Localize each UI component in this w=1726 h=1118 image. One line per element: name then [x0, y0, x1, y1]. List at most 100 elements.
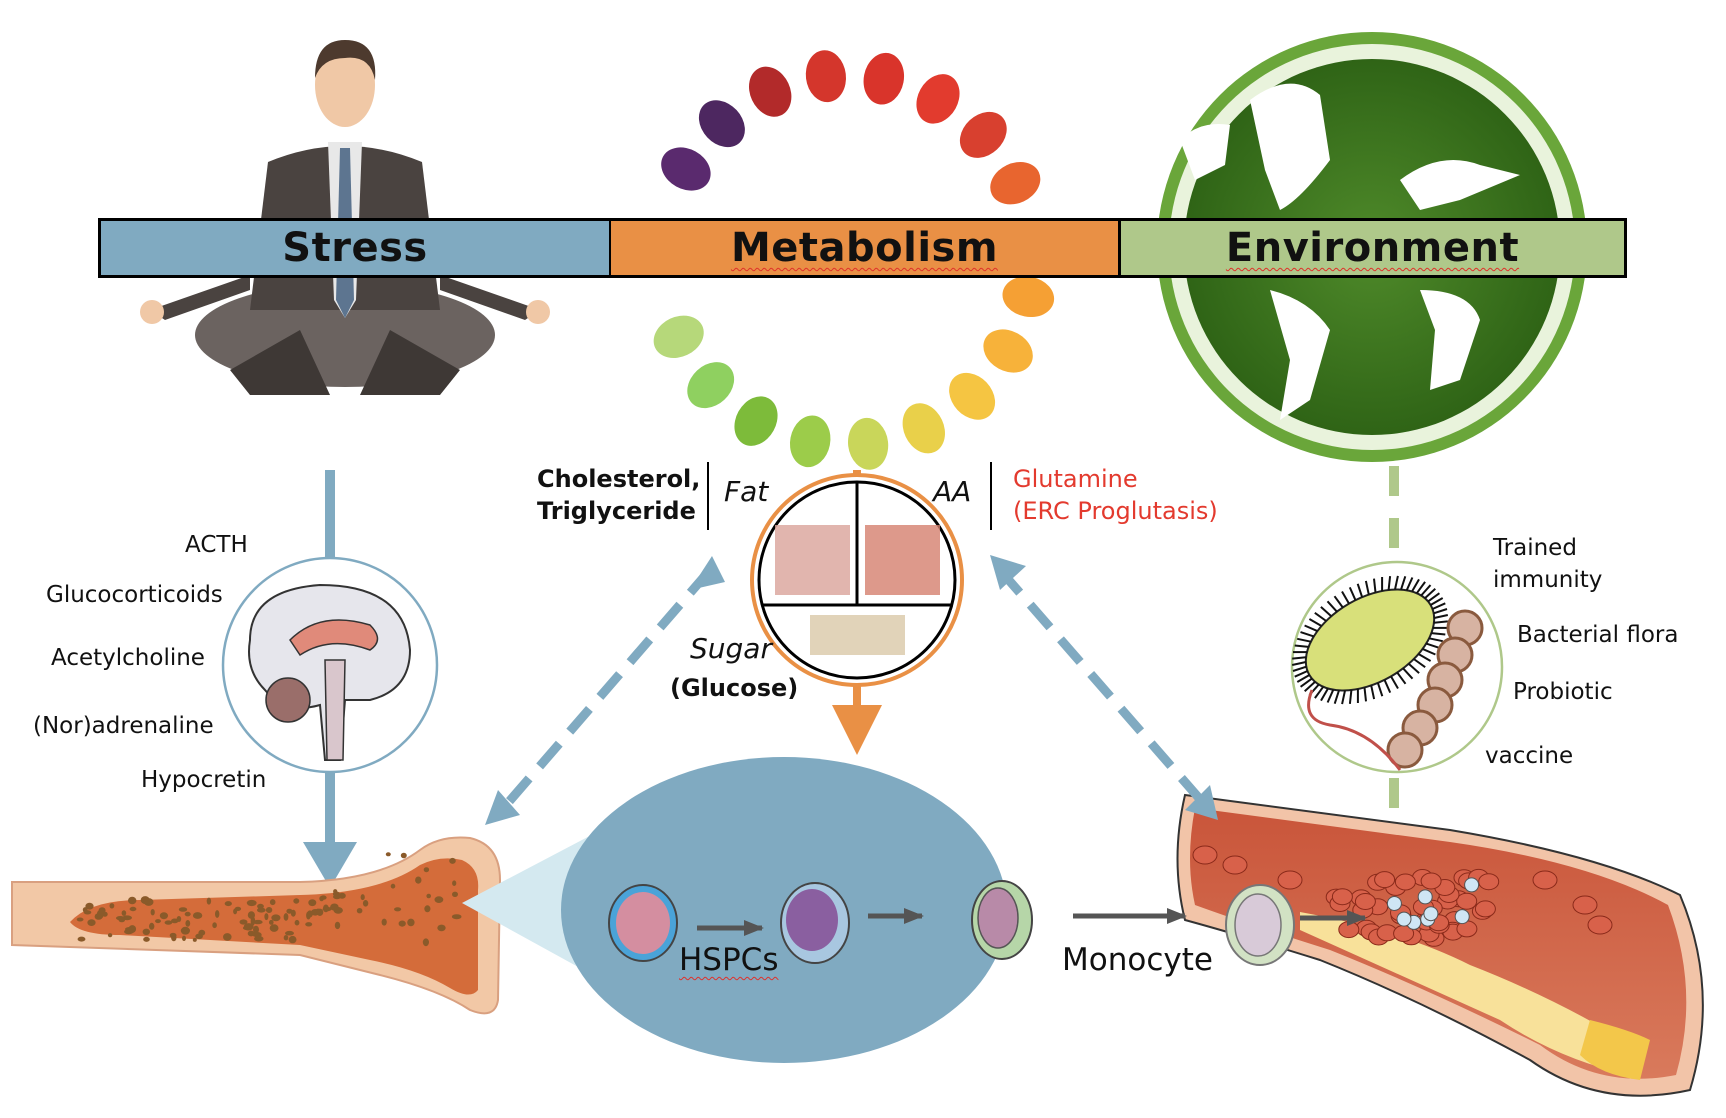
marrow-spot [159, 912, 168, 920]
header-metabolism-label: Metabolism [730, 225, 999, 271]
bacteria-pilus [1430, 597, 1444, 606]
mediator-acth: ACTH [185, 532, 248, 558]
bacteria-pilus [1341, 690, 1346, 705]
marrow-spot [252, 932, 259, 937]
red-blood-cell [1338, 921, 1360, 939]
bacteria-pilus [1394, 575, 1399, 590]
marrow-spot [82, 907, 88, 913]
marrow-spot [143, 936, 150, 942]
bacteria-pilus [1428, 637, 1444, 643]
bacteria-pilus [1370, 685, 1376, 700]
metabolism-arrow [832, 685, 882, 755]
red-blood-cell [1456, 892, 1478, 910]
marrow-spot [198, 929, 206, 936]
bacteria-pilus [1408, 663, 1420, 674]
bacteria-icon [1290, 560, 1504, 774]
marrow-spot [426, 893, 432, 899]
produce-item [916, 74, 960, 124]
bacteria-pilus [1424, 588, 1436, 599]
bacteria-pilus [1433, 620, 1448, 624]
marrow-spot [400, 852, 407, 859]
platelet [1423, 906, 1439, 922]
produce-item [734, 396, 778, 446]
sugar-example-glucose: (Glucose) [670, 674, 799, 702]
marrow-spot [394, 907, 402, 912]
marrow-spot [250, 918, 255, 926]
marrow-spot [155, 919, 161, 924]
marrow-spot [107, 933, 113, 938]
bacteria-pilus [1363, 687, 1367, 702]
bone-marrow-spots [76, 852, 462, 947]
marrow-spot [271, 914, 281, 922]
bacteria-pilus [1400, 575, 1407, 591]
marrow-spot [239, 919, 248, 925]
mediator-acetylcholine: Acetylcholine [51, 645, 205, 671]
marrow-spot [437, 924, 446, 932]
marrow-spot [269, 924, 279, 932]
marrow-spot [171, 934, 177, 942]
marrow-spot [398, 920, 406, 927]
bacteria-pilus [1396, 671, 1407, 685]
factor-probiotic: Probiotic [1513, 679, 1613, 705]
bacteria-pilus [1433, 614, 1449, 619]
produce-item [698, 100, 745, 148]
bacteria-pilus [1402, 667, 1414, 680]
factor-trained: Trained [1493, 535, 1577, 561]
produce-item [661, 147, 711, 191]
header-environment-label: Environment [1225, 225, 1520, 271]
marrow-spot [424, 905, 431, 913]
red-blood-cell [1192, 845, 1218, 865]
bacteria-pilus [1405, 577, 1414, 591]
bacteria-pilus [1431, 632, 1446, 636]
bacteria-pilus [1417, 653, 1432, 662]
marrow-spot [283, 913, 289, 921]
produce-item [847, 417, 889, 470]
marrow-spot [121, 910, 127, 916]
aa-example-erc-proglutasis: (ERC Proglutasis) [1013, 497, 1218, 525]
hspcs-label: HSPCs [679, 942, 779, 978]
bacteria-pilus [1433, 608, 1448, 615]
marrow-spot [434, 896, 444, 903]
marrow-spot [452, 891, 458, 897]
red-blood-cell [1394, 873, 1416, 891]
marrow-spot [390, 883, 396, 889]
marrow-spot [294, 919, 300, 926]
marrow-spot [215, 910, 220, 918]
arrowhead-up-right [990, 555, 1026, 590]
bacteria-pilus [1291, 661, 1307, 666]
produce-item [949, 372, 996, 420]
red-blood-cell [1354, 893, 1376, 910]
factor-immunity: immunity [1493, 567, 1603, 593]
marrow-spot [223, 933, 232, 941]
food-plate-icon [750, 470, 964, 687]
fat-label: Fat [724, 475, 769, 508]
marrow-spot [407, 918, 415, 927]
bacteria-pilus [1425, 642, 1440, 649]
bacteria-pilus [1413, 658, 1426, 669]
bacteria-pilus [1356, 583, 1364, 598]
marrow-spot [142, 928, 150, 935]
produce-item [902, 403, 945, 454]
metabolism-to-vessel-dashed-arrow [996, 567, 1209, 808]
bacteria-pilus [1411, 578, 1420, 593]
bacteria-pilus [1304, 681, 1316, 692]
marrow-spot [333, 889, 338, 894]
food-ring-illustration [653, 50, 1055, 470]
marrow-spot [415, 876, 422, 884]
bacteria-pilus [1294, 670, 1308, 678]
rbc-cluster [1192, 845, 1613, 947]
bacteria-pilus [1292, 665, 1307, 672]
marrow-spot [257, 903, 264, 909]
marrow-spot [171, 918, 179, 924]
marrow-spot [333, 894, 341, 900]
red-blood-cell [1222, 855, 1248, 875]
sugar-label: Sugar [690, 632, 772, 665]
marrow-spot [233, 908, 238, 915]
marrow-spot [269, 899, 276, 906]
marrow-spot [334, 921, 341, 930]
category-header-bar: Stress Metabolism Environment [98, 218, 1627, 278]
marrow-spot [254, 935, 264, 942]
marrow-spot [422, 938, 429, 947]
header-metabolism: Metabolism [611, 221, 1121, 275]
fat-example-triglyceride: Triglyceride [537, 497, 696, 525]
